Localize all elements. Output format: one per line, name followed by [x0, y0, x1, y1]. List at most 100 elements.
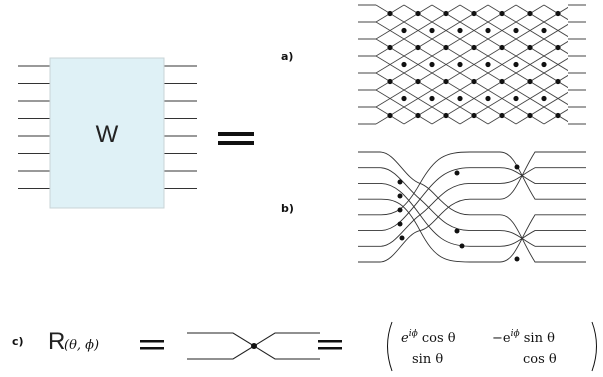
mesh-a-node	[499, 10, 505, 17]
mesh-a-node	[471, 10, 477, 17]
panel-label-a: a)	[281, 50, 293, 63]
equals-sign-c-left	[140, 340, 164, 350]
mesh-a-node	[527, 10, 533, 17]
rotation-operator-symbol: R	[48, 328, 65, 355]
mesh-a-diagonal	[376, 123, 377, 124]
unitary-w-box	[49, 57, 165, 209]
mesh-a-diagonal	[376, 4, 461, 57]
mesh-a-diagonal	[459, 4, 568, 72]
mesh-a-diagonal	[376, 6, 568, 125]
mesh-a-node	[555, 10, 561, 17]
mesh-a-node	[513, 61, 519, 68]
mesh-a-diagonal	[515, 4, 568, 38]
mesh-b-waveguide	[358, 167, 586, 247]
mesh-a-diagonal	[376, 72, 461, 125]
mesh-a-node	[387, 44, 393, 51]
mesh-a-node	[555, 44, 561, 51]
mesh-a-node	[443, 10, 449, 17]
mesh-a-node	[471, 44, 477, 51]
mesh-b-node	[459, 243, 465, 249]
mesh-a-diagonal	[152, 5, 348, 124]
mesh-a-node	[541, 61, 547, 68]
mesh-b-rectangular	[358, 151, 586, 263]
mesh-a-node	[415, 78, 421, 85]
mesh-b-waveguide	[358, 151, 586, 263]
mesh-a-node	[555, 78, 561, 85]
mesh-a-node	[471, 78, 477, 85]
mesh-a-diagonal	[487, 4, 568, 55]
mesh-b-waveguide	[358, 198, 586, 263]
mesh-b-waveguide	[358, 182, 586, 247]
mesh-b-node	[397, 221, 403, 227]
mesh-a-node	[457, 61, 463, 68]
mesh-a-node	[513, 27, 519, 34]
mesh-a-diagonal	[487, 74, 568, 125]
mesh-a-diagonal	[572, 5, 603, 124]
matrix-r1c2: −eiϕ sin θ	[492, 329, 555, 346]
mesh-a-node	[485, 27, 491, 34]
mesh-b-waveguide	[358, 167, 586, 247]
mesh-a-node	[457, 95, 463, 102]
mesh-a-triangular	[152, 4, 603, 125]
mesh-a-node	[387, 112, 393, 119]
w-output-lines	[162, 65, 197, 189]
mesh-a-diagonal	[459, 57, 568, 125]
mesh-b-waveguide	[358, 151, 586, 263]
mesh-a-node	[457, 27, 463, 34]
mesh-a-node	[499, 112, 505, 119]
mesh-a-diagonal	[403, 23, 568, 125]
matrix-r2c1: sin θ	[412, 352, 443, 367]
mesh-a-diagonal	[376, 4, 545, 108]
mesh-a-diagonal	[515, 91, 568, 125]
panel-label-b: b)	[281, 202, 294, 215]
mesh-a-node	[541, 95, 547, 102]
mesh-a-diagonal	[152, 5, 348, 124]
matrix-r1c1: eiϕ cos θ	[401, 329, 456, 346]
mesh-a-node	[527, 78, 533, 85]
mesh-a-node	[513, 95, 519, 102]
mesh-a-node	[555, 112, 561, 119]
mesh-a-node	[401, 61, 407, 68]
mesh-b-node	[454, 170, 460, 176]
mesh-a-node	[499, 44, 505, 51]
mesh-b-node	[454, 228, 460, 234]
panel-label-c: c)	[12, 335, 24, 348]
mesh-b-node	[514, 164, 520, 170]
mesh-a-diagonal	[543, 108, 568, 125]
mesh-b-node	[399, 235, 405, 241]
mesh-b-node	[514, 256, 520, 262]
mesh-a-node	[415, 112, 421, 119]
mesh-a-node	[415, 44, 421, 51]
mesh-a-diagonal	[376, 106, 405, 125]
mesh-b-node	[397, 207, 403, 213]
mesh-a-node	[401, 27, 407, 34]
mesh-a-node	[401, 95, 407, 102]
w-input-lines	[18, 65, 52, 189]
equals-sign-main	[218, 132, 254, 145]
mesh-a-diagonal	[543, 4, 568, 21]
mesh-a-node	[443, 78, 449, 85]
mesh-a-node	[429, 61, 435, 68]
mesh-a-node	[485, 61, 491, 68]
matrix-r2c2: cos θ	[523, 352, 557, 367]
mesh-a-diagonal	[376, 89, 433, 125]
mesh-a-diagonal	[376, 5, 377, 6]
mesh-a-node	[443, 112, 449, 119]
mesh-a-diagonal	[376, 4, 405, 23]
rotation-matrix: eiϕ cos θ −eiϕ sin θ sin θ cos θ	[387, 321, 597, 372]
mesh-a-node	[429, 27, 435, 34]
mesh-a-diagonal	[572, 5, 603, 124]
mesh-a-node	[387, 10, 393, 17]
mesh-a-node	[387, 78, 393, 85]
mesh-a-node	[471, 112, 477, 119]
mesh-a-node	[527, 44, 533, 51]
mesh-a-diagonal	[376, 4, 489, 74]
mesh-a-node	[541, 27, 547, 34]
mesh-a-diagonal	[376, 4, 517, 91]
mesh-b-node	[397, 179, 403, 185]
mesh-a-node	[485, 95, 491, 102]
mesh-a-node	[415, 10, 421, 17]
w-box-label: W	[96, 121, 119, 148]
mesh-a-node	[429, 95, 435, 102]
